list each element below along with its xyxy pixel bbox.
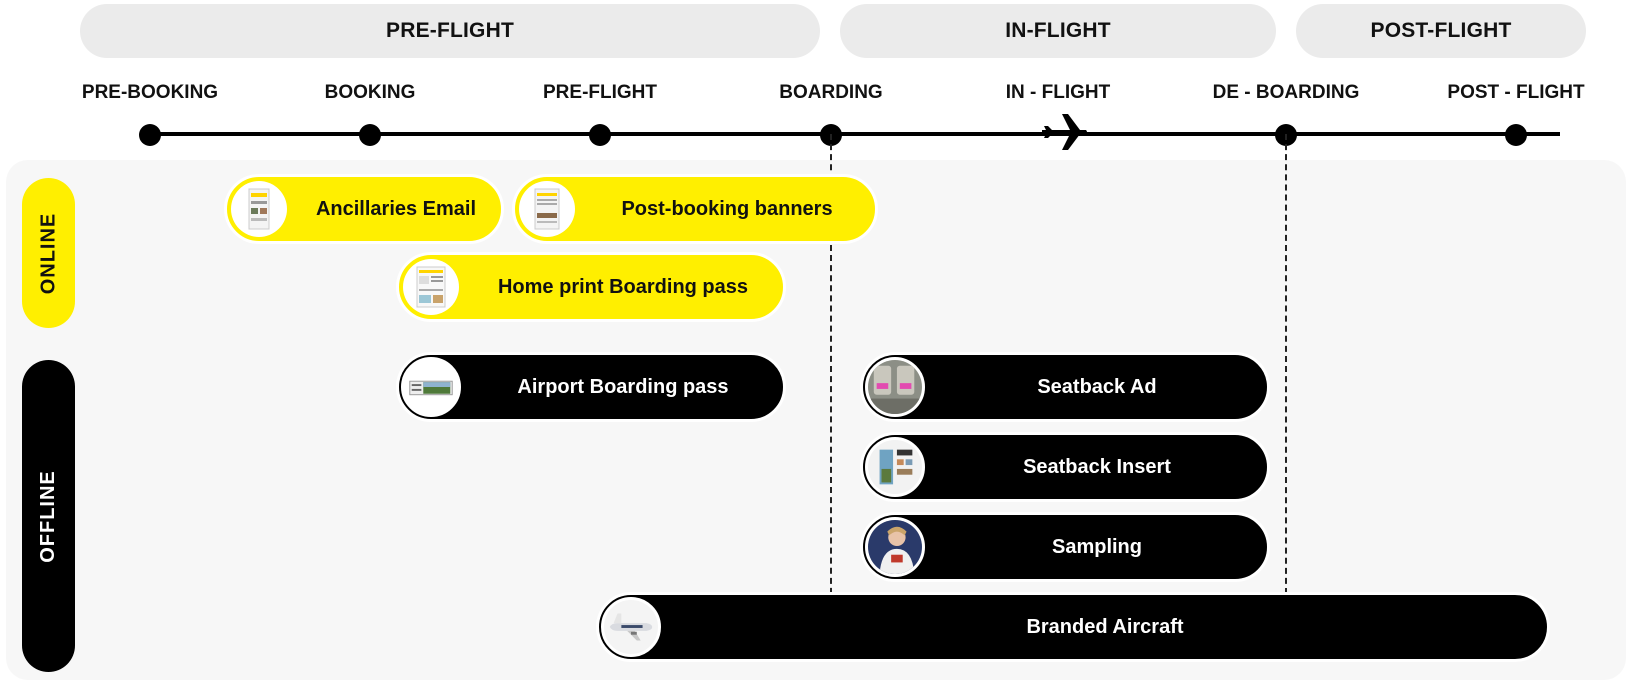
- phase-pre-flight: PRE-FLIGHT: [80, 4, 820, 58]
- item-label: Post-booking banners: [621, 197, 833, 220]
- item-label: Home print Boarding pass: [497, 275, 749, 298]
- email-thumbnail-icon: [231, 181, 287, 237]
- timeline-dot-pre-flight: [589, 124, 611, 146]
- sampling-thumbnail-icon: [865, 517, 925, 577]
- timeline-line: [148, 132, 1560, 136]
- stage-boarding: BOARDING: [779, 82, 883, 103]
- item-post-booking-banners[interactable]: Post-booking banners: [512, 174, 878, 244]
- item-seatback-ad[interactable]: Seatback Ad: [860, 352, 1270, 422]
- item-branded-aircraft[interactable]: Branded Aircraft: [596, 592, 1550, 662]
- stage-de-boarding: DE - BOARDING: [1212, 82, 1360, 103]
- item-label: Airport Boarding pass: [517, 375, 729, 398]
- phase-in-flight: IN-FLIGHT: [840, 4, 1276, 58]
- item-home-print-boarding-pass[interactable]: Home print Boarding pass: [396, 252, 786, 322]
- item-ancillaries-email[interactable]: Ancillaries Email: [224, 174, 504, 244]
- stage-post-flight: POST - FLIGHT: [1447, 82, 1585, 103]
- seatback-insert-thumbnail-icon: [865, 437, 925, 497]
- item-label: Ancillaries Email: [315, 197, 477, 220]
- branded-aircraft-thumbnail-icon: [601, 597, 661, 657]
- boarding-pass-thumbnail-icon: [403, 259, 459, 315]
- channel-online: ONLINE: [22, 178, 75, 328]
- stage-in-flight: IN - FLIGHT: [1005, 82, 1111, 103]
- item-seatback-insert[interactable]: Seatback Insert: [860, 432, 1270, 502]
- stage-pre-booking: PRE-BOOKING: [81, 82, 219, 103]
- stage-booking: BOOKING: [324, 82, 416, 103]
- item-label: Seatback Insert: [1023, 455, 1171, 478]
- timeline-dot-pre-booking: [139, 124, 161, 146]
- phase-post-flight: POST-FLIGHT: [1296, 4, 1586, 58]
- item-label: Seatback Ad: [1037, 375, 1157, 398]
- item-sampling[interactable]: Sampling: [860, 512, 1270, 582]
- banner-thumbnail-icon: [519, 181, 575, 237]
- seatback-ad-thumbnail-icon: [865, 357, 925, 417]
- boarding-divider: [830, 134, 832, 604]
- airplane-icon: [1040, 112, 1088, 152]
- item-label: Sampling: [1051, 535, 1142, 558]
- channel-offline: OFFLINE: [22, 360, 75, 672]
- timeline-dot-post-flight: [1505, 124, 1527, 146]
- stage-pre-flight: PRE-FLIGHT: [543, 82, 657, 103]
- airport-pass-thumbnail-icon: [401, 357, 461, 417]
- timeline-dot-booking: [359, 124, 381, 146]
- de-boarding-divider: [1285, 134, 1287, 594]
- item-airport-boarding-pass[interactable]: Airport Boarding pass: [396, 352, 786, 422]
- item-label: Branded Aircraft: [1026, 615, 1184, 638]
